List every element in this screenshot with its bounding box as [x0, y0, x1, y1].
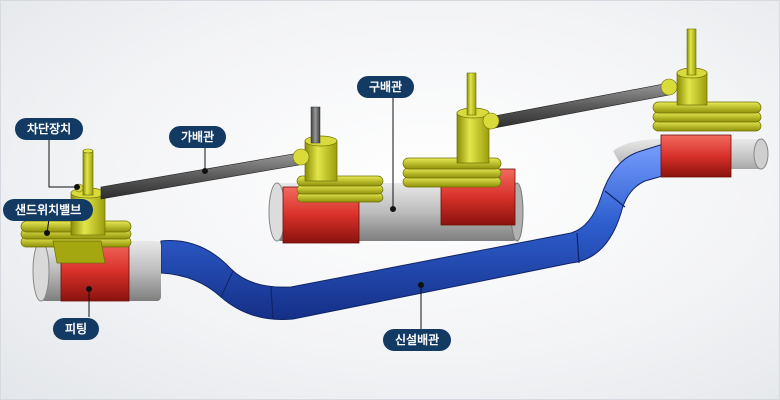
label-sandwich-valve: 샌드위치밸브 — [3, 199, 94, 221]
label-new-pipe: 신설배관 — [383, 329, 452, 351]
label-shutoff-device: 차단장치 — [15, 118, 84, 140]
label-temporary-pipe: 가배관 — [169, 126, 227, 148]
label-old-pipe: 구배관 — [357, 76, 415, 98]
middle-right-sandwich-valve — [402, 72, 502, 188]
right-fitting — [660, 134, 732, 178]
temporary-pipe-right — [488, 82, 670, 130]
middle-left-sandwich-valve — [292, 106, 384, 203]
temporary-pipe-left — [100, 152, 300, 200]
label-fitting: 피팅 — [53, 318, 100, 340]
right-sandwich-valve — [652, 28, 762, 132]
leader-lines — [44, 97, 424, 331]
